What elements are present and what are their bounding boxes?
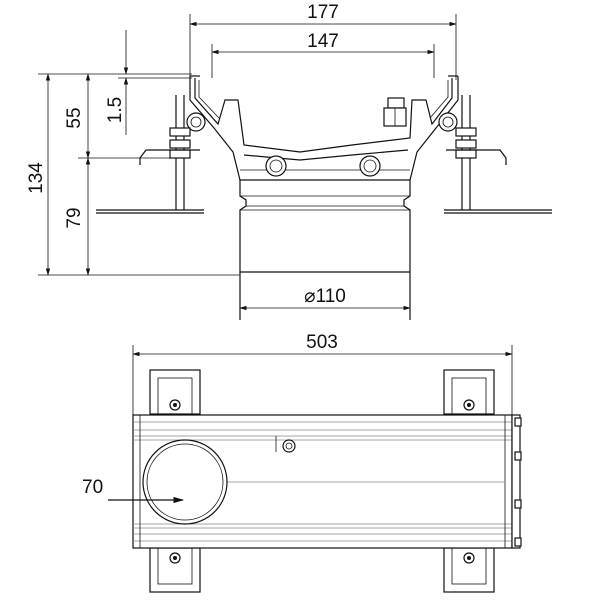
mounting-foot-bottom-left xyxy=(149,547,201,593)
dim-label-55: 55 xyxy=(64,107,85,128)
support-leg-right xyxy=(444,95,552,214)
support-leg-left xyxy=(96,95,204,214)
dim-label-1-5: 1.5 xyxy=(105,97,126,123)
elevation-view: 177 147 134 55 79 xyxy=(26,2,552,320)
vertical-dimensions: 134 55 79 1.5 xyxy=(26,30,240,276)
channel-plan xyxy=(108,414,522,549)
mounting-foot-bottom-right xyxy=(443,547,495,593)
dimension-147: 147 xyxy=(211,31,435,78)
dim-label-79: 79 xyxy=(64,207,85,228)
channel-body xyxy=(186,75,459,181)
dimension-177: 177 xyxy=(189,2,457,80)
mounting-foot-top-right xyxy=(443,369,495,415)
dimension-503: 503 xyxy=(132,332,513,415)
dim-label-503: 503 xyxy=(306,332,338,353)
mounting-foot-top-left xyxy=(149,369,201,415)
dim-label-177: 177 xyxy=(307,2,339,23)
dim-label-diameter: ⌀110 xyxy=(304,286,346,307)
plan-view: 503 xyxy=(82,332,522,593)
dim-label-134: 134 xyxy=(26,162,47,194)
dimension-diameter-110: ⌀110 xyxy=(239,286,411,311)
outlet-pipe xyxy=(239,180,411,320)
dim-label-147: 147 xyxy=(307,31,339,52)
dim-label-70: 70 xyxy=(82,477,103,498)
